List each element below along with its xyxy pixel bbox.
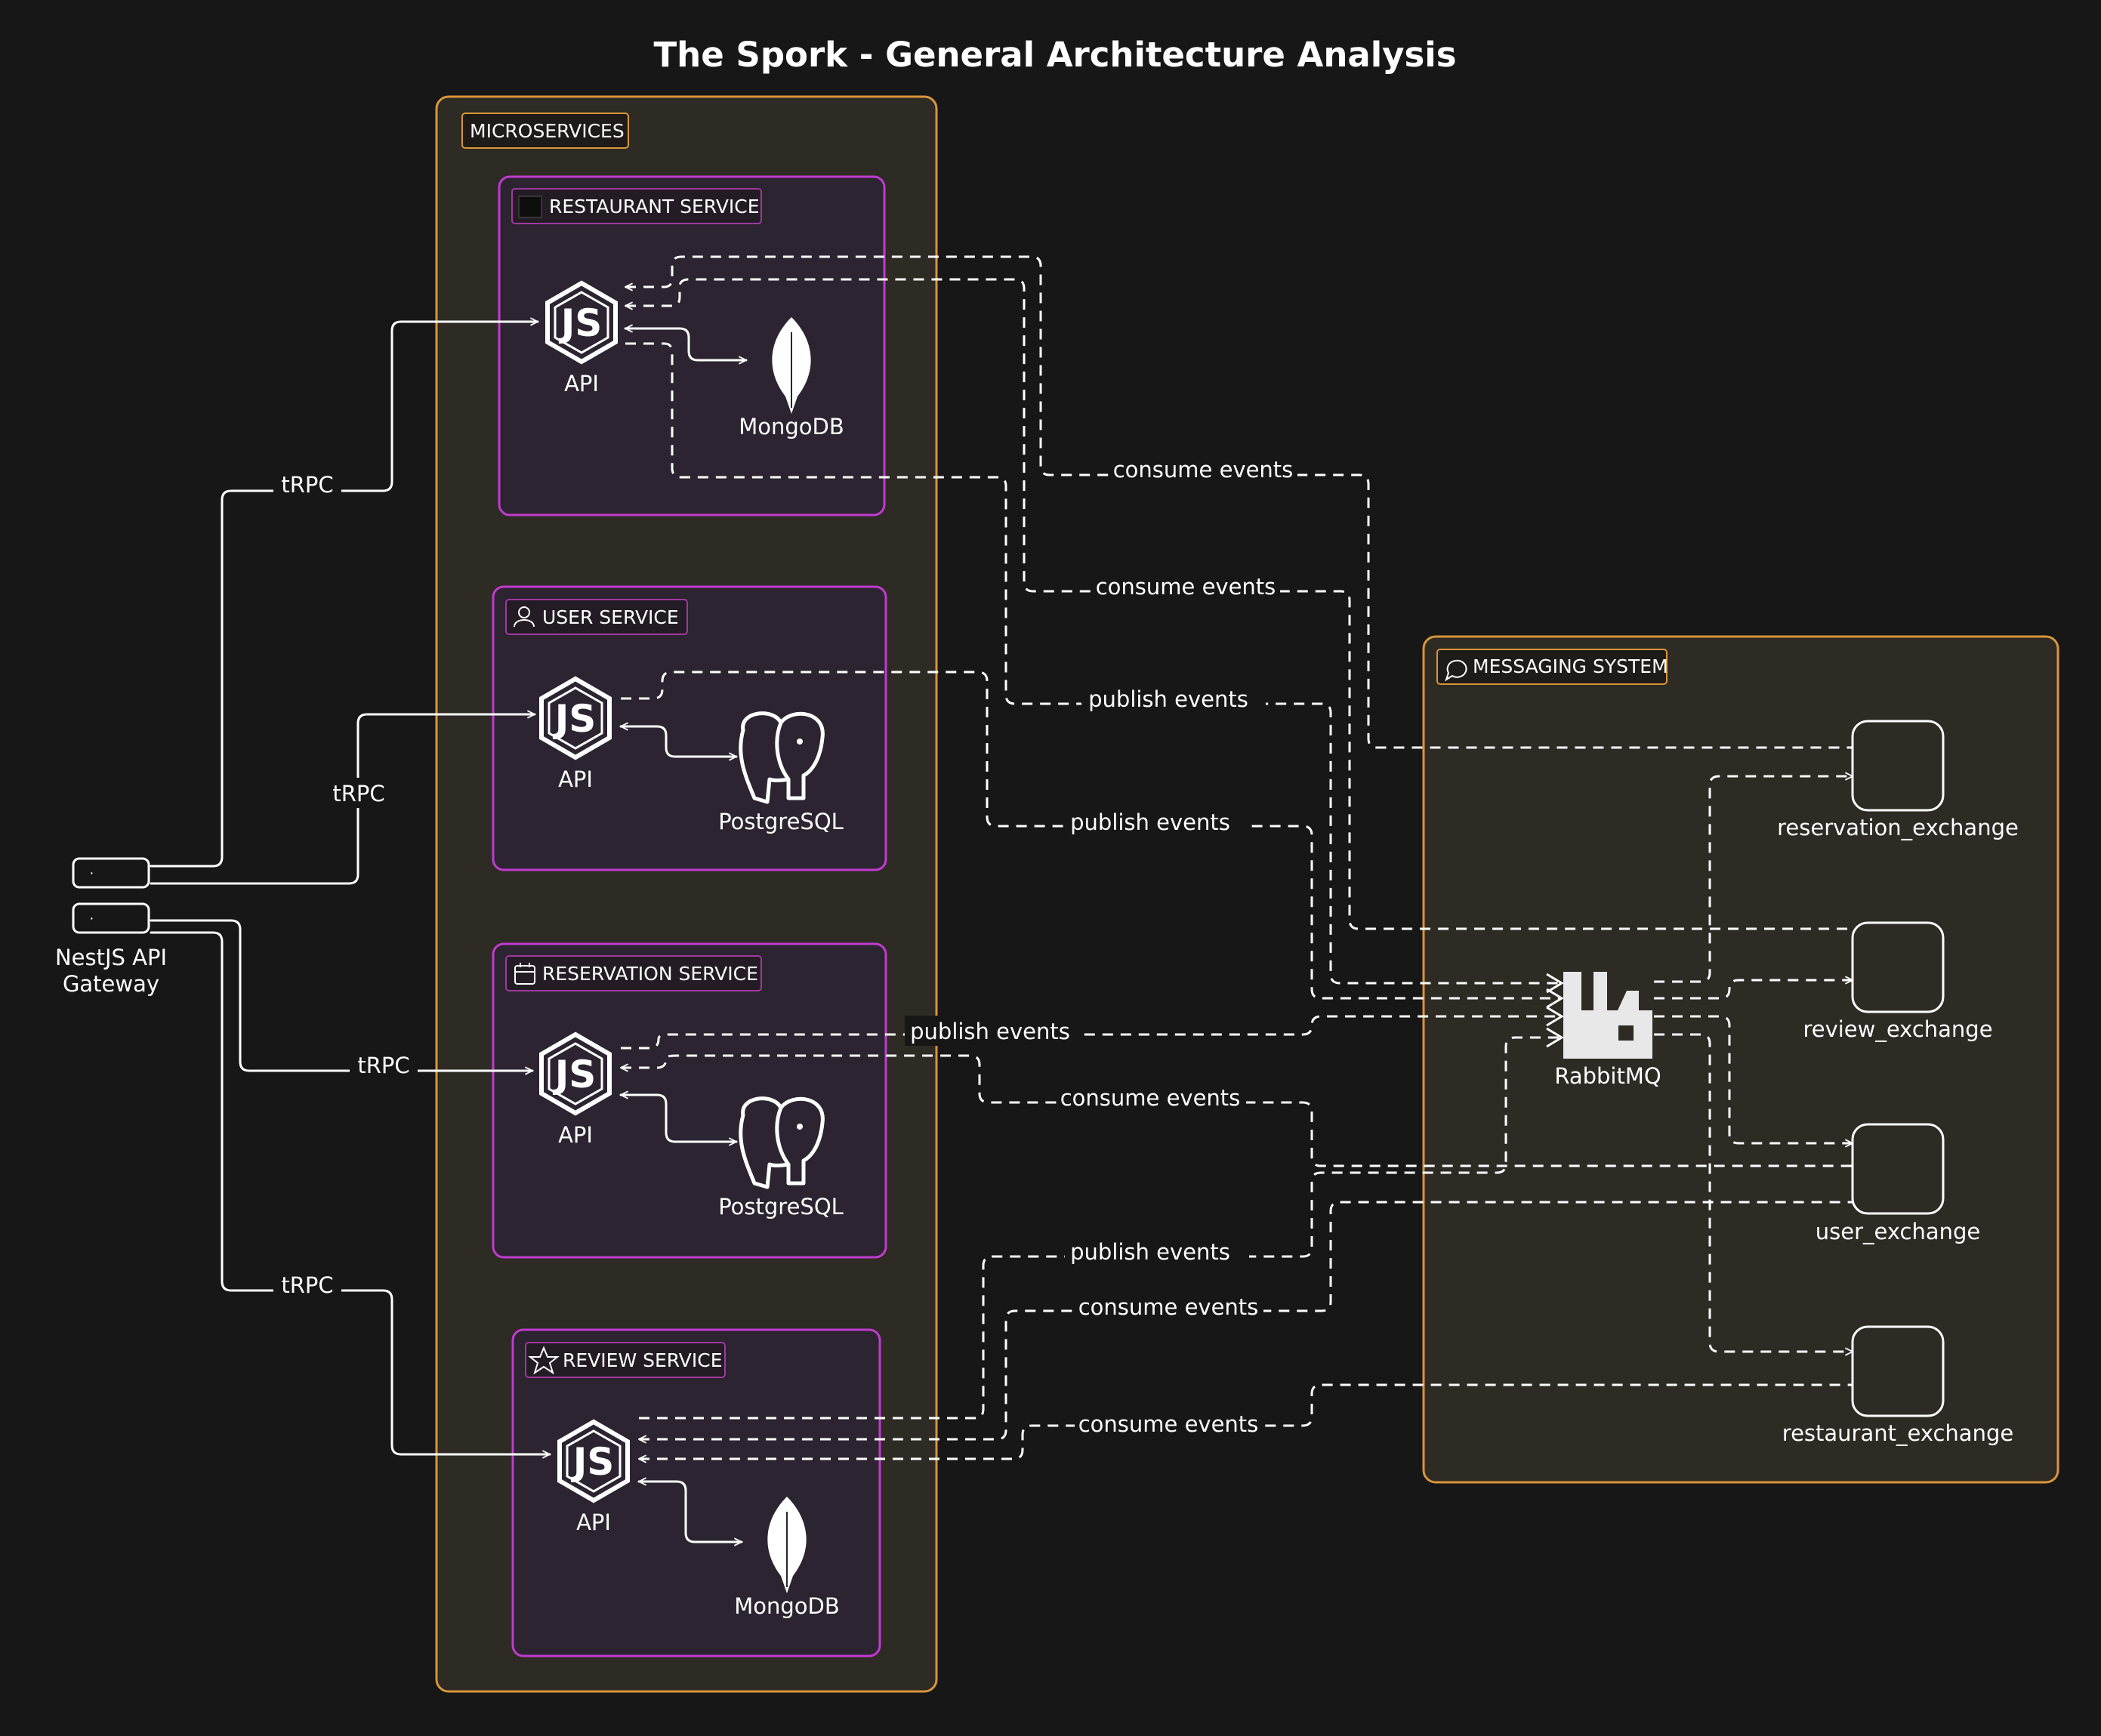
db-label: PostgreSQL bbox=[718, 809, 844, 834]
consume-events-label: consume events bbox=[1096, 574, 1276, 600]
exchange-node[interactable]: review_exchange bbox=[1803, 921, 1993, 1042]
gateway-port-label: · bbox=[89, 865, 94, 881]
api-gateway-node[interactable]: · · NestJS API Gateway bbox=[55, 857, 167, 997]
restaurant-service-label: RESTAURANT SERVICE bbox=[549, 196, 760, 217]
rabbitmq-inbound-arrows bbox=[1546, 973, 1564, 1048]
reservation-api-node[interactable]: API bbox=[541, 1035, 609, 1148]
gateway-port[interactable] bbox=[72, 902, 150, 934]
db-label: PostgreSQL bbox=[718, 1194, 844, 1220]
publish-events-label: publish events bbox=[1088, 686, 1248, 712]
messaging-system-group: MESSAGING SYSTEM bbox=[1422, 635, 2059, 1484]
user-icon bbox=[514, 606, 535, 627]
trpc-edges: tRPC tRPC tRPC tRPC bbox=[150, 322, 551, 1454]
restaurant-api-node[interactable]: API bbox=[548, 283, 615, 396]
messaging-group-label: MESSAGING SYSTEM bbox=[1473, 655, 1668, 677]
exchange-label: user_exchange bbox=[1816, 1219, 1980, 1244]
exchange-node[interactable]: restaurant_exchange bbox=[1782, 1325, 2013, 1446]
trpc-edge-label: tRPC bbox=[357, 1053, 409, 1078]
review-db-node[interactable]: MongoDB bbox=[734, 1496, 840, 1619]
db-label: MongoDB bbox=[739, 414, 844, 439]
restaurant-db-node[interactable]: MongoDB bbox=[739, 316, 844, 439]
reservation-db-node[interactable]: PostgreSQL bbox=[718, 1099, 844, 1220]
user-db-node[interactable]: PostgreSQL bbox=[718, 714, 844, 834]
api-label: API bbox=[558, 1122, 593, 1148]
trpc-edge-label: tRPC bbox=[281, 472, 333, 498]
consume-events-label: consume events bbox=[1078, 1294, 1259, 1320]
db-label: MongoDB bbox=[734, 1593, 840, 1619]
gateway-port[interactable] bbox=[72, 857, 150, 889]
consume-events-label: consume events bbox=[1060, 1085, 1241, 1111]
reservation-service-label: RESERVATION SERVICE bbox=[542, 963, 758, 985]
exchange-label: restaurant_exchange bbox=[1782, 1420, 2013, 1446]
exchange-label: review_exchange bbox=[1803, 1016, 1992, 1042]
gateway-label-line1: NestJS API bbox=[55, 945, 167, 970]
microservices-group-label: MICROSERVICES bbox=[470, 120, 625, 142]
exchange-label: reservation_exchange bbox=[1777, 815, 2019, 840]
api-label: API bbox=[576, 1509, 611, 1535]
publish-events-label: publish events bbox=[1070, 809, 1230, 835]
gateway-label-line2: Gateway bbox=[63, 971, 159, 997]
diagram-title: The Spork - General Architecture Analysi… bbox=[653, 35, 1456, 75]
db-edges bbox=[619, 328, 748, 1542]
trpc-edge-label: tRPC bbox=[281, 1272, 333, 1298]
review-api-node[interactable]: API bbox=[560, 1422, 628, 1535]
publish-events-label: publish events bbox=[1070, 1239, 1230, 1265]
gateway-port-label: · bbox=[89, 910, 94, 927]
api-label: API bbox=[564, 371, 599, 396]
consume-events-label: consume events bbox=[1113, 457, 1294, 483]
event-edges: consume events consume events publish ev… bbox=[621, 255, 1853, 1459]
star-icon bbox=[528, 1346, 560, 1375]
square-icon bbox=[518, 196, 542, 218]
rabbitmq-label: RabbitMQ bbox=[1554, 1063, 1661, 1089]
exchange-node[interactable]: reservation_exchange bbox=[1777, 720, 2019, 840]
trpc-edge-label: tRPC bbox=[332, 781, 384, 806]
publish-events-label: publish events bbox=[910, 1019, 1070, 1044]
calendar-icon bbox=[514, 963, 535, 985]
review-service-label: REVIEW SERVICE bbox=[563, 1349, 723, 1371]
rabbitmq-node[interactable]: RabbitMQ bbox=[1554, 972, 1661, 1089]
user-service-label: USER SERVICE bbox=[542, 606, 679, 628]
consume-events-label: consume events bbox=[1078, 1411, 1259, 1437]
api-label: API bbox=[558, 766, 593, 792]
exchange-node[interactable]: user_exchange bbox=[1816, 1123, 1980, 1244]
user-api-node[interactable]: API bbox=[541, 679, 609, 792]
chat-bubble-icon bbox=[1445, 659, 1467, 682]
